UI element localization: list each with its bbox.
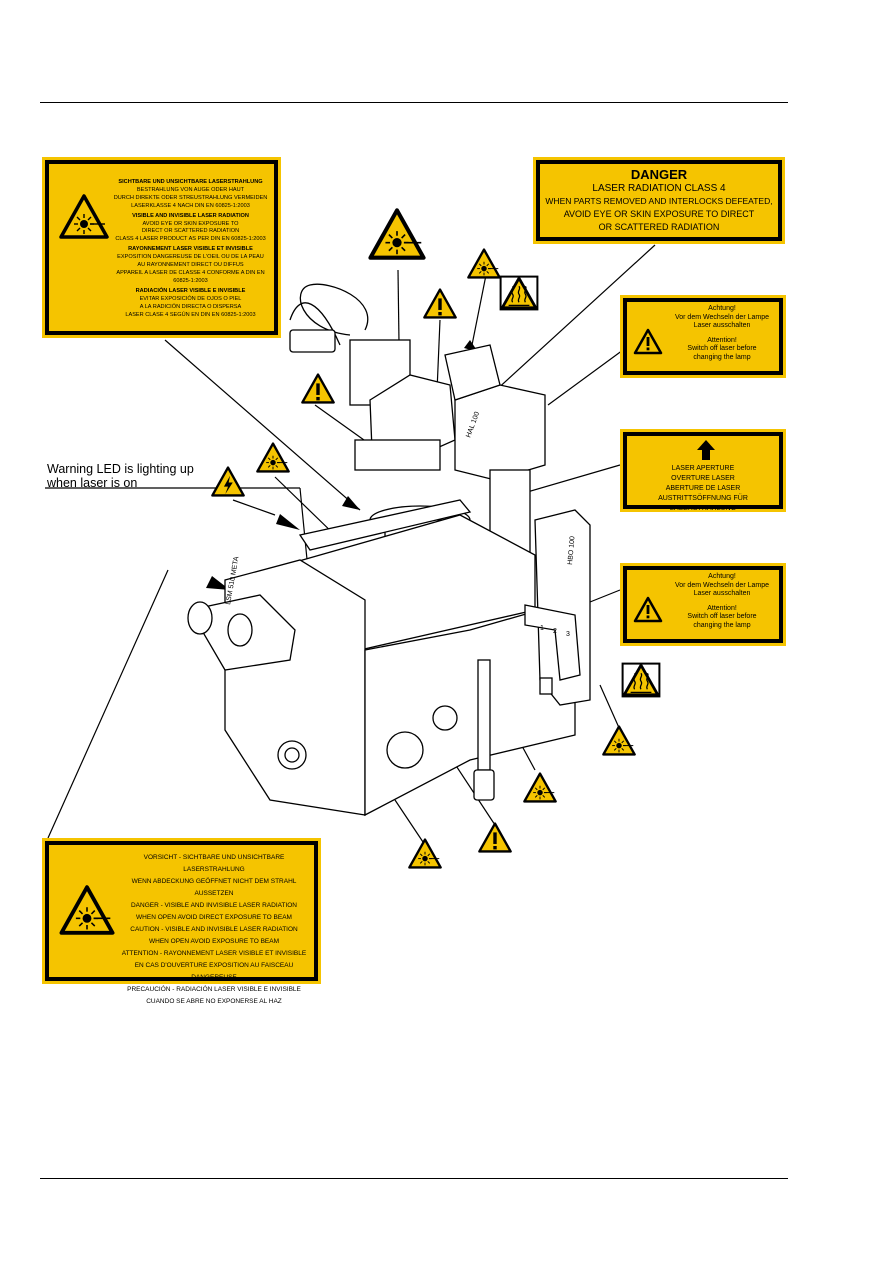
lamp2-line-2: Vor dem Wechseln der Lampe (674, 581, 770, 589)
multilang-line: EVITAR EXPOSICIÓN DE OJOS O PIEL (139, 295, 242, 302)
general-warning-icon (633, 596, 663, 623)
danger-line-2: WHEN PARTS REMOVED AND INTERLOCKS DEFEAT… (545, 196, 773, 206)
caution-line: ATTENTION - RAYONNEMENT LASER VISIBLE ET… (121, 950, 307, 957)
multilang-line: APPAREIL A LASER DE CLASSE 4 CONFORME A … (116, 269, 265, 284)
multilang-line: LASERKLASSE 4 NACH DIN EN 60825-1:2003 (131, 202, 250, 209)
warning-led-caption-line-1: Warning LED is lighting up (47, 462, 194, 476)
danger-line-4: OR SCATTERED RADIATION (598, 222, 720, 232)
caution-line: EN CAS D'OUVERTURE EXPOSITION AU FAISCEA… (134, 962, 294, 981)
caution-line: DANGER - VISIBLE AND INVISIBLE LASER RAD… (130, 902, 298, 909)
laser-radiation-icon (59, 194, 109, 239)
caution-line: WHEN OPEN AVOID DIRECT EXPOSURE TO BEAM (136, 914, 292, 921)
up-arrow-icon (697, 440, 715, 460)
multilang-line: SICHTBARE UND UNSICHTBARE LASERSTRAHLUNG (118, 179, 263, 185)
header-rule (40, 102, 788, 103)
caution-line: PRECAUCIÓN - RADIACIÓN LASER VISIBLE E I… (127, 986, 301, 993)
label-lamp-warning-lower: Achtung! Vor dem Wechseln der Lampe Lase… (623, 566, 783, 643)
general-warning-icon (301, 373, 335, 404)
laser-radiation-icon (602, 725, 636, 756)
laser-radiation-icon (408, 838, 442, 869)
multilang-line: LASER CLASE 4 SEGÚN EN DIN EN 60825-1:20… (125, 311, 256, 318)
hot-surface-icon (621, 662, 661, 698)
multilang-line: AU RAYONNEMENT DIRECT OU DIFFUS (137, 262, 244, 269)
aperture-line-2: OVERTURE LASER (671, 475, 735, 482)
multilang-line: VISIBLE AND INVISIBLE LASER RADIATION (132, 212, 249, 219)
label-laser-aperture: LASER APERTURE OVERTURE LASER ABERTURE D… (623, 432, 783, 512)
side-housing-marking: HBO 100 (567, 536, 576, 565)
caution-line: WENN ABDECKUNG GEÖFFNET NICHT DEM STRAHL… (131, 878, 297, 897)
multilang-line: DURCH DIREKTE ODER STREUSTRAHLUNG VERMEI… (113, 194, 268, 201)
slider-position-3: 3 (566, 631, 570, 638)
danger-title: DANGER (630, 167, 688, 182)
lamp1-line-5: Attention! (707, 336, 737, 344)
laser-radiation-icon (59, 885, 115, 935)
footer-rule (40, 1178, 788, 1179)
label-danger-class-4: DANGER LASER RADIATION CLASS 4 WHEN PART… (536, 160, 782, 241)
warning-led-caption-line-2: when laser is on (47, 476, 138, 490)
multilang-line: AVOID EYE OR SKIN EXPOSURE TO (142, 220, 239, 227)
label-caution-multilang: VORSICHT - SICHTBARE UND UNSICHTBARE LAS… (45, 841, 318, 1005)
lamp2-line-1: Achtung! (708, 573, 736, 580)
slider-position-1: 1 (540, 625, 544, 632)
lamp1-line-2: Vor dem Wechseln der Lampe (674, 313, 770, 321)
label-lamp-warning-upper: Achtung! Vor dem Wechseln der Lampe Lase… (623, 298, 783, 375)
lamp1-line-6: Switch off laser before (687, 345, 757, 352)
caution-line: CUANDO SE ABRE NO EXPONERSE AL HAZ (146, 998, 282, 1005)
multilang-line: BESTRAHLUNG VON AUGE ODER HAUT (136, 186, 245, 193)
multilang-line: RAYONNEMENT LASER VISIBLE ET INVISIBLE (128, 246, 253, 253)
label-multilang-text: SICHTBARE UND UNSICHTBARE LASERSTRAHLUNG… (107, 179, 274, 319)
general-warning-icon (478, 822, 512, 853)
multilang-line: RADIACIÓN LASER VISIBLE E INVISIBLE (135, 287, 246, 294)
lamp2-line-5: Attention! (707, 604, 737, 612)
lamp2-line-6: Switch off laser before (687, 613, 757, 620)
laser-radiation-icon (368, 208, 426, 260)
laser-radiation-icon (523, 772, 557, 803)
electric-shock-icon (211, 466, 245, 497)
general-warning-icon (423, 288, 457, 319)
multilang-line: EXPOSITION DANGEREUSE DE L'OEIL OU DE LA… (117, 254, 264, 261)
slider-position-2: 2 (553, 628, 557, 635)
laser-radiation-icon (256, 442, 290, 473)
lamp1-line-7: changing the lamp (693, 353, 751, 361)
aperture-line-3: ABERTURE DE LASER (665, 485, 741, 492)
general-warning-icon (633, 328, 663, 355)
lamp2-line-3: Laser ausschalten (693, 590, 751, 597)
caution-line: VORSICHT - SICHTBARE UND UNSICHTBARE LAS… (143, 854, 285, 873)
danger-line-3: AVOID EYE OR SKIN EXPOSURE TO DIRECT (563, 209, 755, 219)
caution-line: WHEN OPEN AVOID EXPOSURE TO BEAM (148, 938, 280, 945)
hot-surface-icon (499, 275, 539, 311)
lamp1-line-1: Achtung! (708, 305, 736, 312)
warning-led-caption: Warning LED is lighting up when laser is… (47, 462, 194, 490)
lamp1-line-3: Laser ausschalten (693, 322, 751, 329)
multilang-line: DIRECT OR SCATTERED RADIATION (141, 228, 240, 235)
label-caution-text: VORSICHT - SICHTBARE UND UNSICHTBARE LAS… (113, 852, 315, 1008)
aperture-line-1: LASER APERTURE (671, 465, 735, 472)
lamp2-line-7: changing the lamp (693, 621, 751, 629)
danger-line-1: LASER RADIATION CLASS 4 (592, 183, 726, 194)
caution-line: CAUTION - VISIBLE AND INVISIBLE LASER RA… (130, 926, 298, 933)
laser-radiation-icon (467, 248, 501, 279)
multilang-line: CLASS 4 LASER PRODUCT AS PER DIN EN 6082… (115, 236, 266, 243)
multilang-line: A LA RADICIÓN DIRECTA O DISPERSA (139, 303, 242, 310)
label-multilang-laser-warning: SICHTBARE UND UNSICHTBARE LASERSTRAHLUNG… (45, 160, 278, 335)
aperture-line-4: AUSTRITTSÖFFNUNG FÜR LASERSTRAHLUNG (658, 495, 748, 512)
